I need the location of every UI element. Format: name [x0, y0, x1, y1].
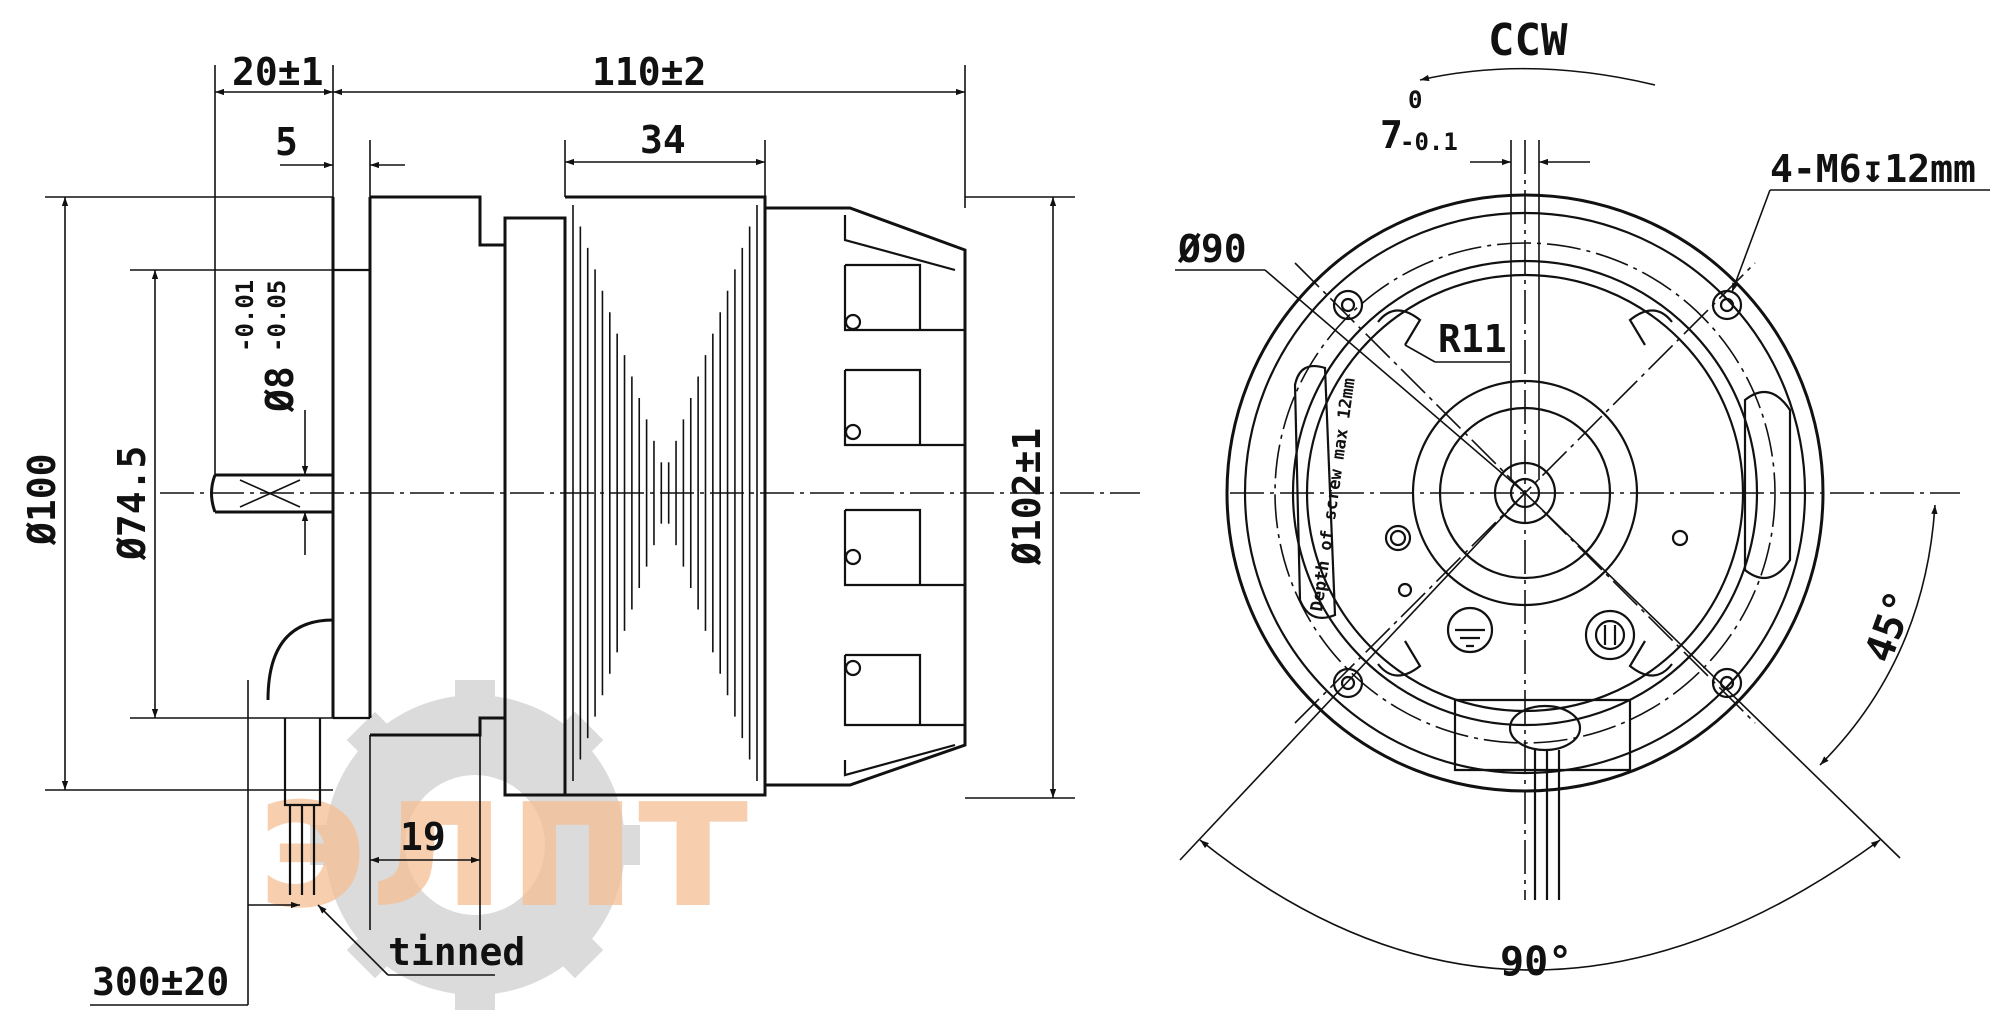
cable-exit-block — [1453, 698, 1632, 772]
dim-angle-large: 90° — [1500, 939, 1572, 985]
leader-bolt-circle — [1264, 269, 1526, 494]
ground-terminal-icon — [1446, 606, 1494, 654]
watermark-text: элпт — [255, 729, 748, 950]
rotor-cage — [765, 206, 967, 787]
dim-shaft-dia: Ø8 — [258, 366, 302, 413]
arc-angle-45 — [1819, 504, 1938, 766]
small-holes — [1384, 524, 1689, 598]
dim-flat-width: 7 — [1380, 113, 1403, 157]
leader-radius — [1404, 344, 1436, 363]
slot-bottom-right — [1628, 640, 1673, 677]
dim-shaft-tol-lower: -0.05 — [263, 280, 291, 352]
rotor-body — [565, 195, 767, 797]
watermark: элпт — [255, 680, 748, 1010]
shaft — [210, 473, 333, 514]
dim-flat-tol-upper: 0 — [1408, 86, 1422, 114]
arc-angle-90 — [1199, 839, 1881, 971]
side-pocket — [1743, 390, 1792, 580]
dim-hub-step: 5 — [275, 120, 298, 164]
flange-ring — [1291, 259, 1759, 727]
dim-bolt-circle: Ø90 — [1177, 227, 1247, 271]
dim-overall-len: 110±2 — [592, 50, 706, 94]
screw-label-pocket — [1293, 364, 1337, 619]
dim-shaft-len: 20±1 — [232, 50, 324, 94]
angle-ray-right — [1524, 492, 1901, 859]
gear-icon — [310, 680, 640, 1010]
dim-lead-length: 300±20 — [92, 960, 229, 1004]
slot-top-left — [1377, 309, 1422, 346]
leader-tinned — [317, 904, 389, 976]
dim-shaft-tol-upper: -0.01 — [231, 280, 259, 352]
shaft-flat-mark — [239, 479, 301, 508]
dim-angle-small: 45° — [1856, 585, 1924, 669]
mounting-holes — [1332, 289, 1743, 699]
rotation-direction: CCW — [1488, 15, 1568, 66]
dim-flat-tol-lower: -0.1 — [1400, 128, 1458, 156]
outer-ring — [1225, 193, 1825, 793]
connector-terminal-icon — [1584, 609, 1636, 661]
lead-grommet — [266, 618, 334, 701]
hub-ring-inner — [1438, 406, 1612, 580]
cable-grommet — [1508, 704, 1582, 752]
shaft-circle — [1493, 461, 1557, 525]
shaft-flat — [1509, 477, 1541, 509]
front-view: Depth of screw max 12mm CCW 7 0 — [1175, 15, 1990, 985]
slot-top-right — [1628, 309, 1673, 346]
dim-spigot-dia: Ø74.5 — [110, 446, 154, 561]
dim-fins-len: 34 — [640, 118, 686, 162]
lead-wires — [288, 805, 316, 895]
leader-thread — [1731, 189, 1771, 293]
rotor-fins — [572, 205, 758, 781]
rotation-arrow — [1419, 67, 1656, 86]
dim-rotor-dia: Ø102±1 — [1005, 428, 1049, 566]
hub-ring-outer — [1411, 379, 1639, 607]
dim-body-dia: Ø100 — [20, 453, 64, 546]
angle-ray-left — [1179, 492, 1526, 861]
side-view: 20±1 110±2 5 34 Ø100 Ø74.5 Ø8 -0.01 -0.0… — [20, 50, 1140, 1006]
cage-slots — [843, 215, 965, 777]
bolt-circle — [1274, 242, 1776, 744]
slot-bottom-left — [1377, 640, 1422, 677]
dim-corner-radius: R11 — [1438, 317, 1507, 361]
note-thread: 4-M6↧12mm — [1770, 147, 1976, 191]
dim-lead-exit: 19 — [400, 815, 446, 859]
flange-outline — [370, 195, 507, 737]
outer-ring-inner-edge — [1243, 211, 1807, 775]
cable-wires — [1533, 750, 1561, 900]
note-tinned: tinned — [388, 930, 525, 974]
